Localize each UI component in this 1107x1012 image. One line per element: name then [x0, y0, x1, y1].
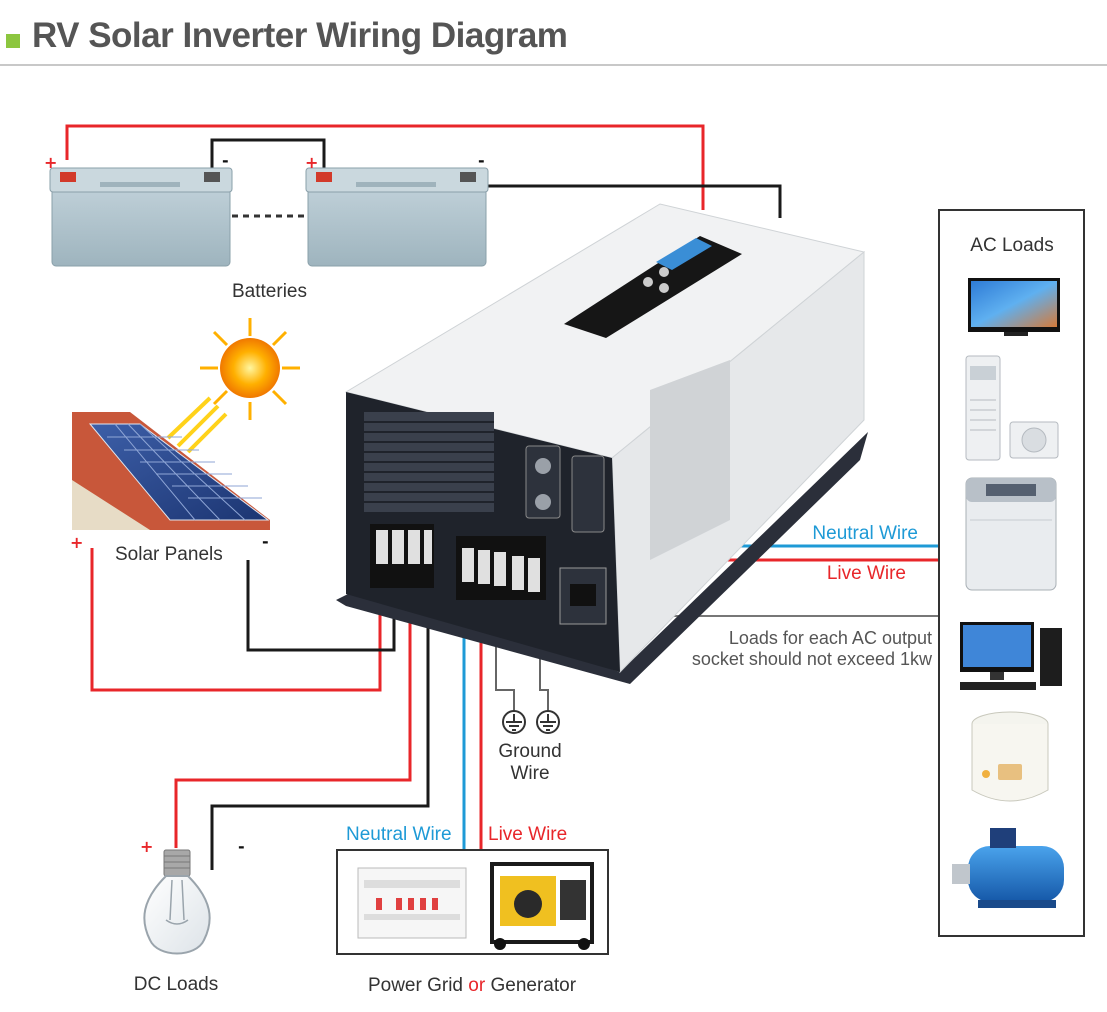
neutral-wire-output-label: Neutral Wire: [812, 523, 918, 544]
power-grid-label: Power Grid: [368, 975, 463, 996]
battery2-plus-sign: +: [305, 153, 318, 172]
dc-plus-sign: +: [140, 837, 153, 856]
battery-1: [49, 167, 233, 267]
solar-minus-sign: -: [262, 532, 269, 551]
solar-panel-roof-icon: [72, 412, 270, 530]
or-label: or: [468, 975, 486, 996]
neutral-wire-input-label: Neutral Wire: [346, 824, 452, 845]
electric-motor-icon: [952, 828, 1064, 908]
solar-negative-wire: [246, 560, 396, 652]
load-note-line-1: Loads for each AC output: [729, 628, 932, 648]
battery1-plus-sign: +: [44, 153, 57, 172]
ground-symbol-icon-1: [502, 710, 526, 734]
dc-minus-sign: -: [238, 837, 245, 856]
sun-icon: [166, 318, 300, 454]
battery-series-wire: [210, 138, 326, 170]
generator-label: Generator: [490, 975, 576, 996]
air-conditioner-icon: [965, 355, 1059, 461]
desktop-computer-icon: [960, 622, 1062, 690]
header: RV Solar Inverter Wiring Diagram: [0, 0, 1107, 66]
power-source-label: Power Grid or Generator: [368, 975, 577, 996]
dc-negative-wire: [210, 600, 430, 870]
generator-icon: [490, 862, 594, 950]
ground-wire-1: [495, 608, 515, 712]
title-bullet-icon: [6, 34, 20, 48]
tv-icon: [968, 278, 1060, 336]
washing-machine-icon: [965, 477, 1057, 591]
load-note-line-2: socket should not exceed 1kw: [692, 649, 933, 669]
battery2-minus-sign: -: [478, 151, 485, 170]
ac-loads-box: [938, 209, 1085, 937]
rice-cooker-icon: [971, 711, 1049, 802]
battery-negative-wire: [480, 184, 782, 218]
page-title: RV Solar Inverter Wiring Diagram: [32, 16, 568, 55]
power-source-box: [336, 849, 609, 955]
ground-wire-label-1: Ground: [498, 741, 561, 762]
inverter-charger: [336, 203, 868, 684]
ac-loads-label: AC Loads: [970, 235, 1053, 256]
dc-positive-wire: [174, 600, 412, 848]
ground-symbol-icon-2: [536, 710, 560, 734]
wiring-diagram: + - + - Batteries: [44, 124, 1085, 996]
title-divider: [0, 64, 1107, 66]
solar-panels-label: Solar Panels: [115, 544, 223, 565]
light-bulb-icon: [143, 849, 211, 955]
battery1-minus-sign: -: [222, 151, 229, 170]
batteries-label: Batteries: [232, 281, 307, 302]
ground-wire-label-2: Wire: [510, 763, 549, 784]
live-wire-input-label: Live Wire: [488, 824, 567, 845]
dc-loads-label: DC Loads: [134, 974, 219, 995]
breaker-panel-icon: [357, 867, 467, 939]
battery-2: [305, 167, 489, 267]
solar-plus-sign: +: [70, 533, 83, 552]
battery-positive-wire: [65, 124, 705, 210]
solar-positive-wire: [90, 548, 382, 692]
live-wire-output-label: Live Wire: [827, 563, 906, 584]
